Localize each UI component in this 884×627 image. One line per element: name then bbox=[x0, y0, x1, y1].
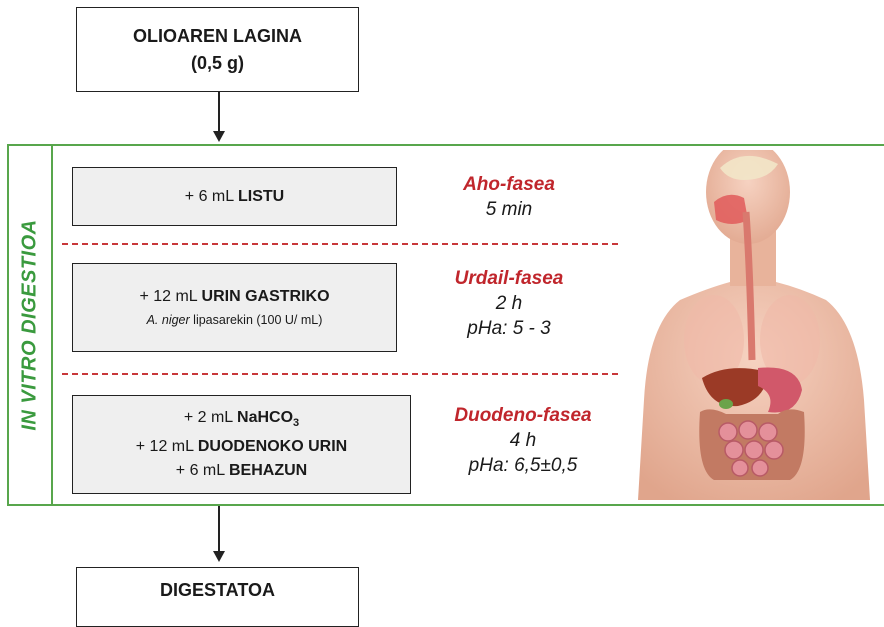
arrow-line-top bbox=[218, 92, 220, 132]
reagent-line: + 2 mL NaHCO3 bbox=[184, 406, 299, 435]
reagent-prefix: + 12 mL bbox=[136, 438, 198, 455]
oral-cavity bbox=[714, 195, 748, 224]
reagent-name: BEHAZUN bbox=[229, 462, 307, 479]
arrowhead-bottom bbox=[213, 551, 225, 562]
arrow-line-bottom bbox=[218, 506, 220, 552]
reagent-subscript: 3 bbox=[293, 417, 299, 429]
sample-title: OLIOAREN LAGINA bbox=[133, 23, 302, 50]
reagent-name: URIN GASTRIKO bbox=[202, 288, 330, 305]
gastric-phase-box: + 12 mL URIN GASTRIKO A. niger lipasarek… bbox=[72, 263, 397, 352]
digestate-label: DIGESTATOA bbox=[160, 580, 275, 601]
duodenal-phase-label: Duodeno-fasea 4 h pHa: 6,5±0,5 bbox=[423, 403, 623, 478]
reagent-line: + 6 mL BEHAZUN bbox=[176, 459, 307, 483]
separator-1 bbox=[62, 243, 618, 245]
sample-amount: (0,5 g) bbox=[191, 50, 244, 77]
phase-time: 2 h bbox=[409, 291, 609, 316]
phase-time: 4 h bbox=[423, 428, 623, 453]
separator-2 bbox=[62, 373, 618, 375]
reagent-prefix: + 6 mL bbox=[185, 188, 238, 205]
phase-ph: pHa: 5 - 3 bbox=[409, 316, 609, 341]
reagent-line: + 12 mL URIN GASTRIKO bbox=[139, 285, 329, 309]
sample-box: OLIOAREN LAGINA (0,5 g) bbox=[76, 7, 359, 92]
reagent-prefix: + 12 mL bbox=[139, 288, 201, 305]
lipase-rest: lipasarekin (100 U/ mL) bbox=[190, 313, 323, 327]
reagent-name: DUODENOKO URIN bbox=[198, 438, 347, 455]
oral-phase-label: Aho-fasea 5 min bbox=[409, 172, 609, 222]
reagent-prefix: + 2 mL bbox=[184, 409, 237, 426]
reagent-line: + 6 mL LISTU bbox=[185, 185, 284, 209]
phase-name: Aho-fasea bbox=[409, 172, 609, 197]
oral-phase-box: + 6 mL LISTU bbox=[72, 167, 397, 226]
reagent-prefix: + 6 mL bbox=[176, 462, 229, 479]
gastric-phase-label: Urdail-fasea 2 h pHa: 5 - 3 bbox=[409, 266, 609, 341]
phase-time: 5 min bbox=[409, 197, 609, 222]
human-body-figure bbox=[618, 150, 884, 500]
digestate-box: DIGESTATOA bbox=[76, 567, 359, 627]
reagent-name: NaHCO bbox=[237, 409, 293, 426]
phase-name: Urdail-fasea bbox=[409, 266, 609, 291]
side-label: IN VITRO DIGESTIOA bbox=[19, 219, 42, 430]
duodenal-phase-box: + 2 mL NaHCO3 + 12 mL DUODENOKO URIN + 6… bbox=[72, 395, 411, 494]
gallbladder bbox=[719, 399, 733, 409]
lipase-species: A. niger bbox=[147, 313, 190, 327]
phase-ph: pHa: 6,5±0,5 bbox=[423, 453, 623, 478]
phase-name: Duodeno-fasea bbox=[423, 403, 623, 428]
reagent-name: LISTU bbox=[238, 188, 284, 205]
digestive-system-illustration bbox=[618, 150, 884, 500]
lipase-note: A. niger lipasarekin (100 U/ mL) bbox=[147, 309, 323, 331]
arrowhead-top bbox=[213, 131, 225, 142]
reagent-line: + 12 mL DUODENOKO URIN bbox=[136, 435, 347, 459]
